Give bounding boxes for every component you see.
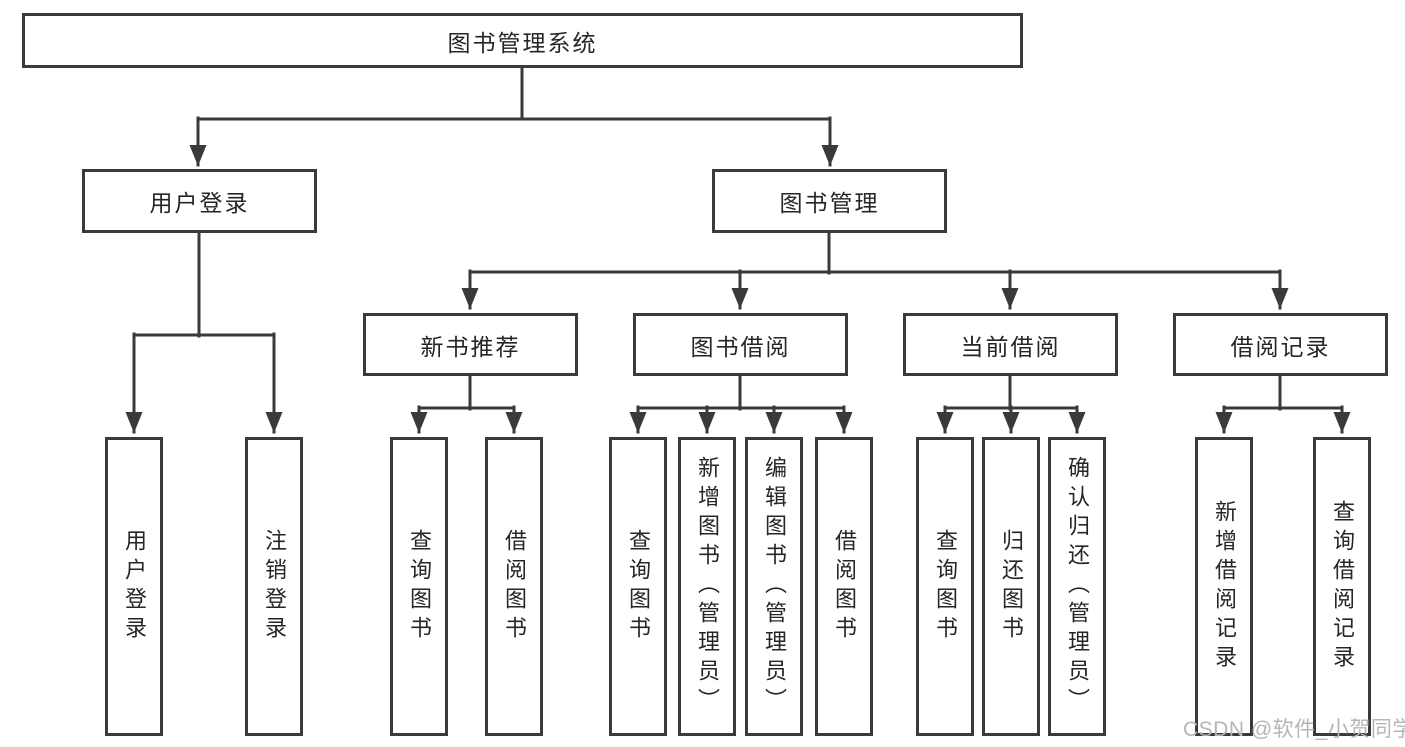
leaf-query-books-current-label: 查询图书 <box>933 528 958 645</box>
leaf-return-books-label: 归还图书 <box>999 528 1024 645</box>
leaf-confirm-return-admin: 确认归还（管理员） <box>1048 437 1106 736</box>
leaf-query-books-recommend-label: 查询图书 <box>407 528 432 645</box>
leaf-borrow-books: 借阅图书 <box>815 437 873 736</box>
leaf-add-books-admin-label: 新增图书（管理员） <box>695 456 720 717</box>
leaf-return-books: 归还图书 <box>982 437 1040 736</box>
leaf-query-books-current: 查询图书 <box>916 437 974 736</box>
leaf-borrow-books-label: 借阅图书 <box>832 528 857 645</box>
leaf-query-books-recommend: 查询图书 <box>390 437 448 736</box>
node-user-login: 用户登录 <box>82 169 317 233</box>
node-book-borrow: 图书借阅 <box>633 313 848 376</box>
node-new-book-recommend: 新书推荐 <box>363 313 578 376</box>
node-library-system: 图书管理系统 <box>22 13 1023 68</box>
leaf-add-books-admin: 新增图书（管理员） <box>678 437 736 736</box>
leaf-query-borrow-record-label: 查询借阅记录 <box>1330 499 1355 674</box>
leaf-add-borrow-record: 新增借阅记录 <box>1195 437 1253 736</box>
leaf-user-login-label: 用户登录 <box>122 528 147 645</box>
csdn-watermark: CSDN @软件_小贺同学 <box>1183 718 1405 741</box>
leaf-query-borrow-record: 查询借阅记录 <box>1313 437 1371 736</box>
node-current-borrow: 当前借阅 <box>903 313 1118 376</box>
leaf-logout-label: 注销登录 <box>262 528 287 645</box>
leaf-edit-books-admin-label: 编辑图书（管理员） <box>762 456 787 717</box>
leaf-logout: 注销登录 <box>245 437 303 736</box>
node-book-management: 图书管理 <box>712 169 947 233</box>
node-borrow-records: 借阅记录 <box>1173 313 1388 376</box>
leaf-user-login: 用户登录 <box>105 437 163 736</box>
leaf-add-borrow-record-label: 新增借阅记录 <box>1212 499 1237 674</box>
leaf-query-books-borrow: 查询图书 <box>609 437 667 736</box>
leaf-query-books-borrow-label: 查询图书 <box>626 528 651 645</box>
leaf-borrow-books-recommend: 借阅图书 <box>485 437 543 736</box>
leaf-edit-books-admin: 编辑图书（管理员） <box>745 437 803 736</box>
leaf-borrow-books-recommend-label: 借阅图书 <box>502 528 527 645</box>
leaf-confirm-return-admin-label: 确认归还（管理员） <box>1065 456 1090 717</box>
